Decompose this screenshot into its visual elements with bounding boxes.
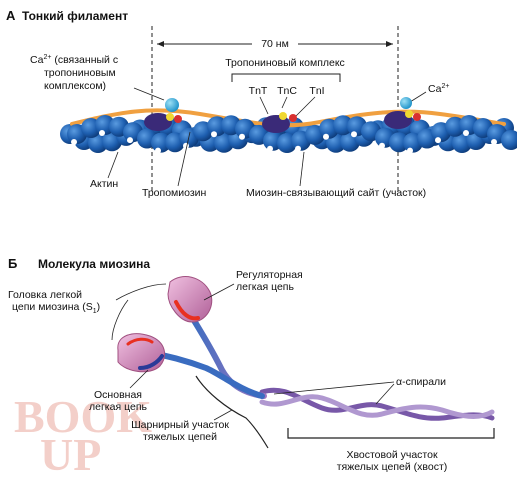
tni-label: TnI (309, 85, 324, 97)
calcium-ion-free (400, 97, 412, 109)
ca-bound-line2: тропониновым (44, 67, 116, 79)
actin-monomer (151, 132, 171, 153)
tnc-subunit (405, 110, 413, 118)
myosin-binding-site (127, 137, 133, 144)
tail-label-2: тяжелых цепей (хвост) (337, 461, 448, 473)
myosin-binding-site (407, 147, 413, 154)
tnc-subunit (166, 113, 174, 121)
myosin-head-2 (117, 333, 166, 373)
watermark: BOOK UP (14, 391, 152, 480)
tropomyosin-label: Тропомиозин (142, 187, 207, 199)
ca-bound-line3: комплексом) (44, 80, 106, 92)
tnc-label: TnC (277, 85, 297, 97)
myosin-binding-site (435, 137, 441, 144)
section-a-title: Тонкий филамент (22, 9, 128, 23)
distance-label: 70 нм (261, 38, 289, 50)
tnc-subunit (279, 112, 287, 120)
myosin-binding-site (295, 145, 301, 152)
essential-light-chain (138, 354, 164, 370)
section-b: Б Молекула миозина Регуляторная легкая ц… (8, 256, 495, 473)
troponin-complex-1 (144, 98, 182, 131)
myosin-binding-site (267, 145, 273, 152)
section-b-title: Молекула миозина (38, 257, 150, 271)
head-label-1: Головка легкой (8, 289, 82, 301)
myosin-binding-site (71, 139, 77, 145)
hinge-label-2: тяжелых цепей (143, 431, 217, 443)
watermark-top: BOOK (14, 391, 152, 442)
tropomyosin-strand (70, 108, 506, 128)
actin-monomer (389, 132, 409, 153)
tni-subunit (289, 114, 297, 122)
myosin-binding-site (239, 133, 245, 140)
tail-label-1: Хвостовой участок (346, 449, 438, 461)
section-a: А Тонкий филамент 70 нм Тропониновый ком… (6, 8, 517, 199)
myosin-binding-site (351, 131, 357, 138)
troponin-complex-label: Тропониновый комплекс (225, 57, 345, 69)
ca-free-label: Ca2+ (428, 83, 449, 95)
myosin-tail (259, 387, 495, 421)
actin-filament-front (67, 115, 517, 154)
troponin-complex-3 (384, 97, 421, 129)
troponin-complex-bracket (231, 73, 341, 82)
myosin-head-1 (167, 276, 213, 323)
ca-bound-label: Ca2+ (связанный с (30, 54, 118, 66)
section-a-letter: А (6, 8, 16, 23)
section-b-letter: Б (8, 256, 17, 271)
essential-light-chain-label-2: легкая цепь (89, 401, 147, 413)
heavy-chain-neck-2 (143, 349, 265, 399)
myosin-binding-site (99, 130, 105, 136)
myosin-binding-site (155, 147, 161, 154)
tni-subunit (174, 115, 182, 123)
essential-light-chain-label-1: Основная (94, 389, 142, 401)
myosin-binding-site (463, 130, 469, 136)
myosin-binding-site (183, 142, 189, 149)
myosin-binding-site-label: Миозин-связывающий сайт (участок) (246, 187, 426, 199)
calcium-ion-bound (165, 98, 179, 112)
actin-monomer (501, 130, 517, 150)
myosin-binding-site (323, 133, 329, 140)
head-label-2: цепи миозина (S1) (12, 301, 100, 315)
hinge-label-1: Шарнирный участок (131, 419, 229, 431)
actin-label: Актин (90, 178, 118, 190)
tnt-subunit (384, 111, 412, 129)
hinge-bracket (195, 375, 269, 449)
troponin-complex-2 (262, 112, 297, 133)
tnt-label: TnT (249, 85, 268, 97)
regulatory-light-chain-label-2: легкая цепь (236, 281, 294, 293)
heavy-chain-strand-2 (259, 394, 495, 419)
watermark-bottom: UP (40, 429, 101, 480)
myosin-binding-site (379, 142, 385, 149)
myosin-binding-site (491, 139, 497, 145)
tnt-subunit (144, 113, 172, 131)
regulatory-light-chain-label-1: Регуляторная (236, 269, 303, 281)
alpha-helix-label: α-спирали (396, 376, 446, 388)
myosin-binding-site (211, 131, 217, 138)
tail-bracket (287, 428, 495, 439)
distance-arrow (157, 36, 393, 50)
regulatory-light-chain (174, 300, 200, 321)
tni-subunit (413, 113, 421, 121)
